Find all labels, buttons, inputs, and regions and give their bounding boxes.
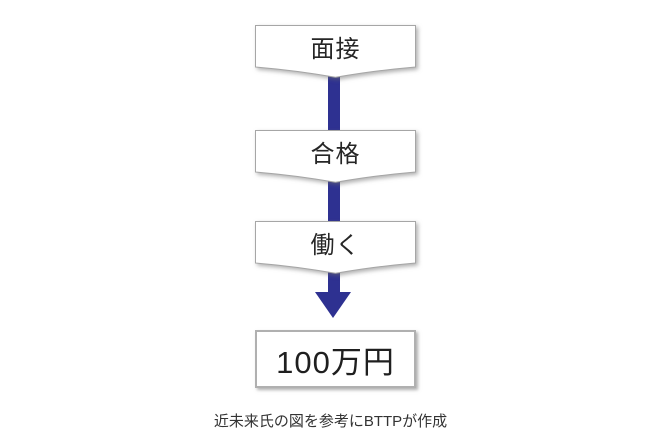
connector-line-2	[328, 172, 340, 223]
flow-step-pass: 合格	[255, 130, 416, 183]
result-box: 100万円	[255, 330, 416, 388]
flow-step-label: 面接	[310, 35, 361, 63]
connector-line-1	[328, 70, 340, 132]
flow-step-label: 働く	[310, 231, 361, 259]
caption: 近未来氏の図を参考にBTTPが作成	[213, 413, 448, 430]
result-label: 100万円	[276, 344, 395, 380]
flow-step-interview: 面接	[255, 25, 416, 78]
flow-step-label: 合格	[310, 140, 361, 168]
down-arrow-icon	[315, 266, 351, 318]
flow-step-work: 働く	[255, 221, 416, 274]
chevron-down-shape	[255, 130, 416, 183]
chevron-down-shape	[255, 221, 416, 274]
chevron-down-shape	[255, 25, 416, 78]
